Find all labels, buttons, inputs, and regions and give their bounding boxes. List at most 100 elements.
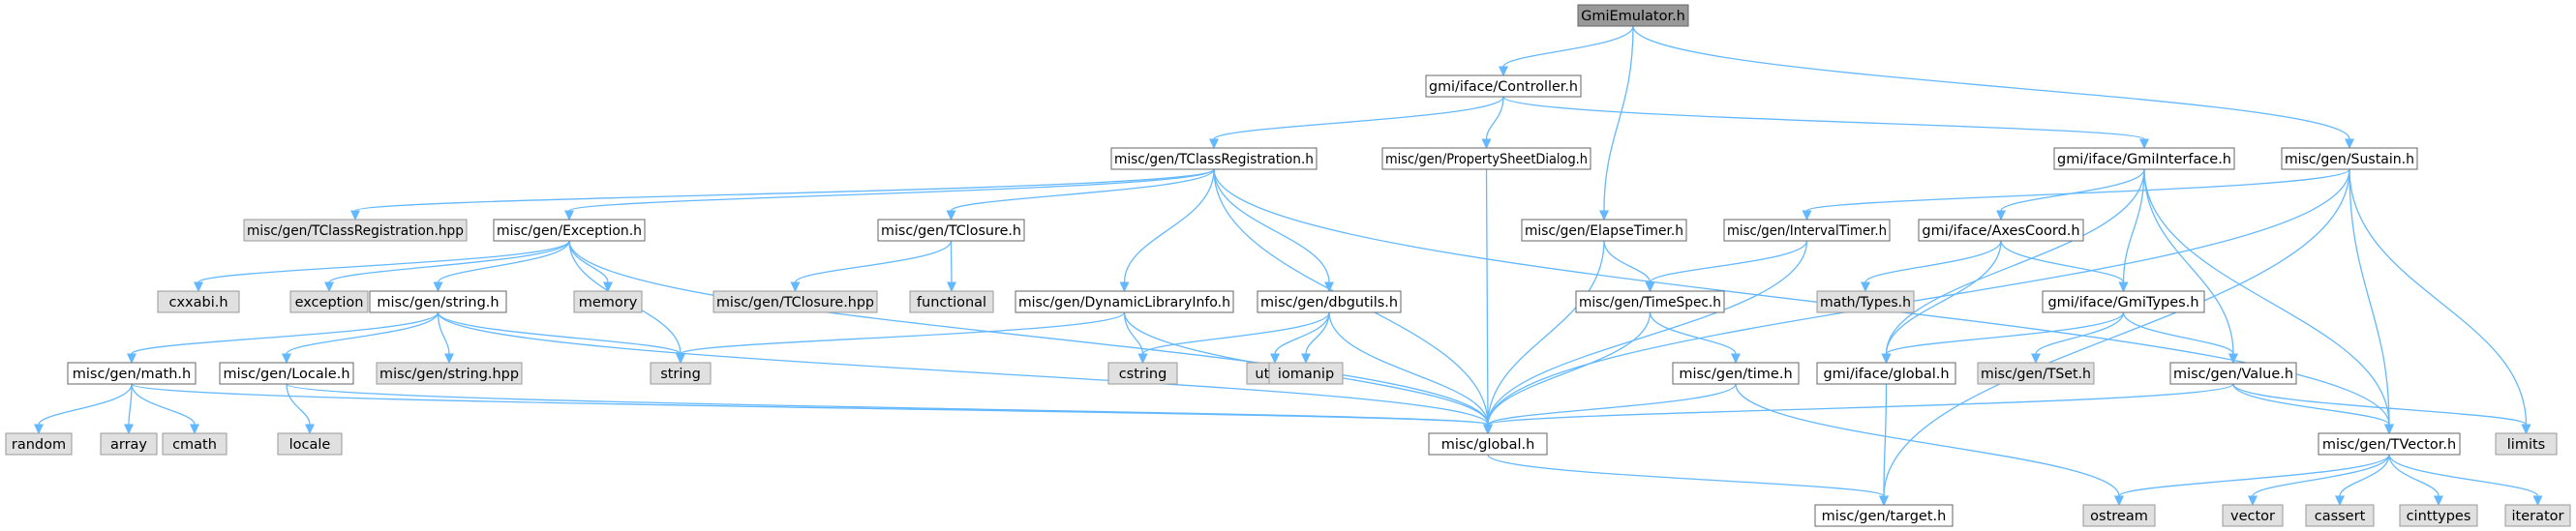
node-misc-gen-tclosure-h[interactable]: misc/gen/TClosure.h [877, 219, 1025, 242]
node-label: gmi/iface/AxesCoord.h [1922, 223, 2079, 239]
node-misc-gen-dynamiclibraryinfo-h[interactable]: misc/gen/DynamicLibraryInfo.h [1015, 290, 1234, 313]
node-label: iterator [2512, 509, 2564, 524]
node-misc-gen-timespec-h[interactable]: misc/gen/TimeSpec.h [1575, 290, 1725, 313]
node-label: misc/gen/string.hpp [379, 367, 519, 382]
node-misc-gen-time-h[interactable]: misc/gen/time.h [1672, 362, 1800, 385]
edge-misc_gen_sustain_h-to-misc_gen_intervaltimer_h [1802, 168, 2350, 221]
node-misc-global-h[interactable]: misc/global.h [1428, 432, 1548, 456]
node-label: math/Types.h [1820, 295, 1911, 310]
edge-misc_gen_tclosure_h-to-misc_gen_tclosure_hpp [790, 240, 953, 293]
node-label: misc/gen/TVector.h [2322, 437, 2456, 453]
node-misc-gen-exception-h[interactable]: misc/gen/Exception.h [493, 219, 646, 242]
node-misc-gen-tclosure-hpp[interactable]: misc/gen/TClosure.hpp [712, 290, 878, 313]
nodes-layer: GmiEmulator.h gmi/iface/Controller.h misc/… [5, 4, 2571, 527]
node-limits[interactable]: limits [2495, 432, 2558, 456]
edges-layer [34, 25, 2543, 507]
edge-misc_gen_tvector_h-to-vector [2248, 454, 2390, 507]
node-misc-gen-value-h[interactable]: misc/gen/Value.h [2169, 362, 2297, 385]
node-misc-gen-elapsetimer-h[interactable]: misc/gen/ElapseTimer.h [1521, 219, 1687, 242]
edge-misc_gen_value_h-to-misc_global_h [1483, 383, 2234, 435]
node-label: misc/gen/string.h [377, 295, 499, 310]
edge-gmi_iface_gmiinterface_h-to-misc_gen_value_h [2143, 168, 2238, 365]
node-misc-gen-locale-h[interactable]: misc/gen/Locale.h [219, 362, 354, 385]
node-iomanip[interactable]: iomanip [1268, 362, 1344, 385]
edge-misc_gen_tclassregistration_h-to-misc_gen_tclosure_h [946, 168, 1215, 221]
node-label: random [12, 437, 66, 453]
node-misc-gen-intervaltimer-h[interactable]: misc/gen/IntervalTimer.h [1723, 219, 1891, 242]
node-misc-gen-sustain-h[interactable]: misc/gen/Sustain.h [2281, 147, 2418, 170]
edge-misc_gen_string_h-to-misc_gen_string_hpp [437, 311, 454, 365]
node-array[interactable]: array [100, 432, 158, 456]
node-label: misc/gen/TSet.h [1981, 367, 2091, 382]
node-math-types-h[interactable]: math/Types.h [1816, 290, 1915, 313]
node-random[interactable]: random [5, 432, 73, 456]
edge-misc_gen_propertysheetdialog_h-to-misc_global_h [1483, 168, 1493, 435]
edge-misc_gen_value_h-to-misc_gen_tvector_h [2232, 383, 2394, 435]
node-cstring[interactable]: cstring [1107, 362, 1178, 385]
edge-misc_gen_dbgutils_h-to-utility [1270, 311, 1330, 365]
node-string[interactable]: string [650, 362, 712, 385]
node-gmi-iface-axescoord-h[interactable]: gmi/iface/AxesCoord.h [1918, 219, 2084, 242]
node-misc-gen-string-hpp[interactable]: misc/gen/string.hpp [376, 362, 523, 385]
edge-gmi_iface_gmiinterface_h-to-gmi_iface_axescoord_h [1996, 168, 2145, 221]
edge-gmi_iface_controller_h-to-misc_gen_propertysheetdialog_h [1481, 96, 1504, 150]
node-label: gmi/iface/GmiInterface.h [2057, 152, 2231, 167]
node-misc-gen-tclassregistration-h[interactable]: misc/gen/TClassRegistration.h [1110, 147, 1318, 170]
edge-misc_gen_string_h-to-string [437, 311, 685, 365]
node-iterator[interactable]: iterator [2504, 504, 2571, 527]
node-gmi-iface-gmiinterface-h[interactable]: gmi/iface/GmiInterface.h [2053, 147, 2235, 170]
node-memory[interactable]: memory [573, 290, 643, 313]
node-label: misc/gen/dbgutils.h [1260, 295, 1398, 310]
node-label: cmath [172, 437, 217, 453]
node-label: misc/gen/Value.h [2173, 367, 2293, 382]
node-misc-gen-tset-h[interactable]: misc/gen/TSet.h [1977, 362, 2095, 385]
edge-misc_gen_time_h-to-ostream [1735, 383, 2124, 507]
node-label: locale [289, 437, 331, 453]
node-misc-gen-math-h[interactable]: misc/gen/math.h [67, 362, 197, 385]
edge-misc_gen_exception_h-to-misc_gen_string_h [433, 240, 570, 293]
node-label: exception [295, 295, 364, 310]
node-misc-gen-tclassregistration-hpp[interactable]: misc/gen/TClassRegistration.hpp [243, 219, 468, 242]
node-misc-gen-propertysheetdialog-h[interactable]: misc/gen/PropertySheetDialog.h [1381, 147, 1591, 170]
edge-misc_gen_math_h-to-cmath [131, 383, 199, 435]
edge-misc_gen_elapsetimer_h-to-misc_global_h [1483, 240, 1605, 435]
edge-misc_gen_dbgutils_h-to-iomanip [1301, 311, 1330, 365]
node-label: string [660, 367, 701, 382]
node-misc-gen-dbgutils-h[interactable]: misc/gen/dbgutils.h [1257, 290, 1402, 313]
node-label: cassert [2315, 509, 2366, 524]
edge-misc_global_h-to-misc_gen_target_h [1487, 454, 1889, 507]
edge-gmiemulator_h-to-misc_gen_elapsetimer_h [1599, 25, 1634, 221]
node-label: misc/gen/PropertySheetDialog.h [1385, 152, 1588, 167]
node-gmiemulator-h[interactable]: GmiEmulator.h [1577, 4, 1689, 27]
node-label: cstring [1119, 367, 1167, 382]
edge-misc_gen_tvector_h-to-ostream [2114, 454, 2390, 507]
node-exception[interactable]: exception [289, 290, 369, 313]
node-cassert[interactable]: cassert [2305, 504, 2375, 527]
node-cinttypes[interactable]: cinttypes [2399, 504, 2478, 527]
node-misc-gen-target-h[interactable]: misc/gen/target.h [1814, 504, 1954, 527]
node-label: misc/gen/IntervalTimer.h [1727, 223, 1887, 239]
node-gmi-iface-gmitypes-h[interactable]: gmi/iface/GmiTypes.h [2042, 290, 2205, 313]
edge-gmi_iface_gmiinterface_h-to-gmi_iface_global_h [1881, 168, 2145, 365]
node-gmi-iface-controller-h[interactable]: gmi/iface/Controller.h [1425, 74, 1582, 98]
edge-misc_gen_tvector_h-to-iterator [2388, 454, 2543, 507]
node-label: gmi/iface/GmiTypes.h [2047, 295, 2198, 310]
edge-misc_gen_tvector_h-to-cassert [2335, 454, 2390, 507]
node-cmath[interactable]: cmath [162, 432, 227, 456]
node-gmi-iface-global-h[interactable]: gmi/iface/global.h [1816, 362, 1956, 385]
node-label: cinttypes [2407, 509, 2471, 524]
edge-gmi_iface_gmitypes_h-to-misc_gen_value_h [2122, 311, 2238, 365]
edge-misc_gen_math_h-to-random [34, 383, 133, 435]
node-misc-gen-string-h[interactable]: misc/gen/string.h [369, 290, 507, 313]
node-label: misc/gen/ElapseTimer.h [1525, 223, 1683, 239]
node-label: gmi/iface/Controller.h [1429, 79, 1578, 95]
node-cxxabi-h[interactable]: cxxabi.h [157, 290, 240, 313]
node-ostream[interactable]: ostream [2082, 504, 2156, 527]
edge-gmi_iface_axescoord_h-to-math_types_h [1861, 240, 2002, 293]
node-vector[interactable]: vector [2222, 504, 2284, 527]
node-locale[interactable]: locale [277, 432, 343, 456]
node-label: ostream [2090, 509, 2148, 524]
node-misc-gen-tvector-h[interactable]: misc/gen/TVector.h [2318, 432, 2461, 456]
node-functional[interactable]: functional [909, 290, 994, 313]
